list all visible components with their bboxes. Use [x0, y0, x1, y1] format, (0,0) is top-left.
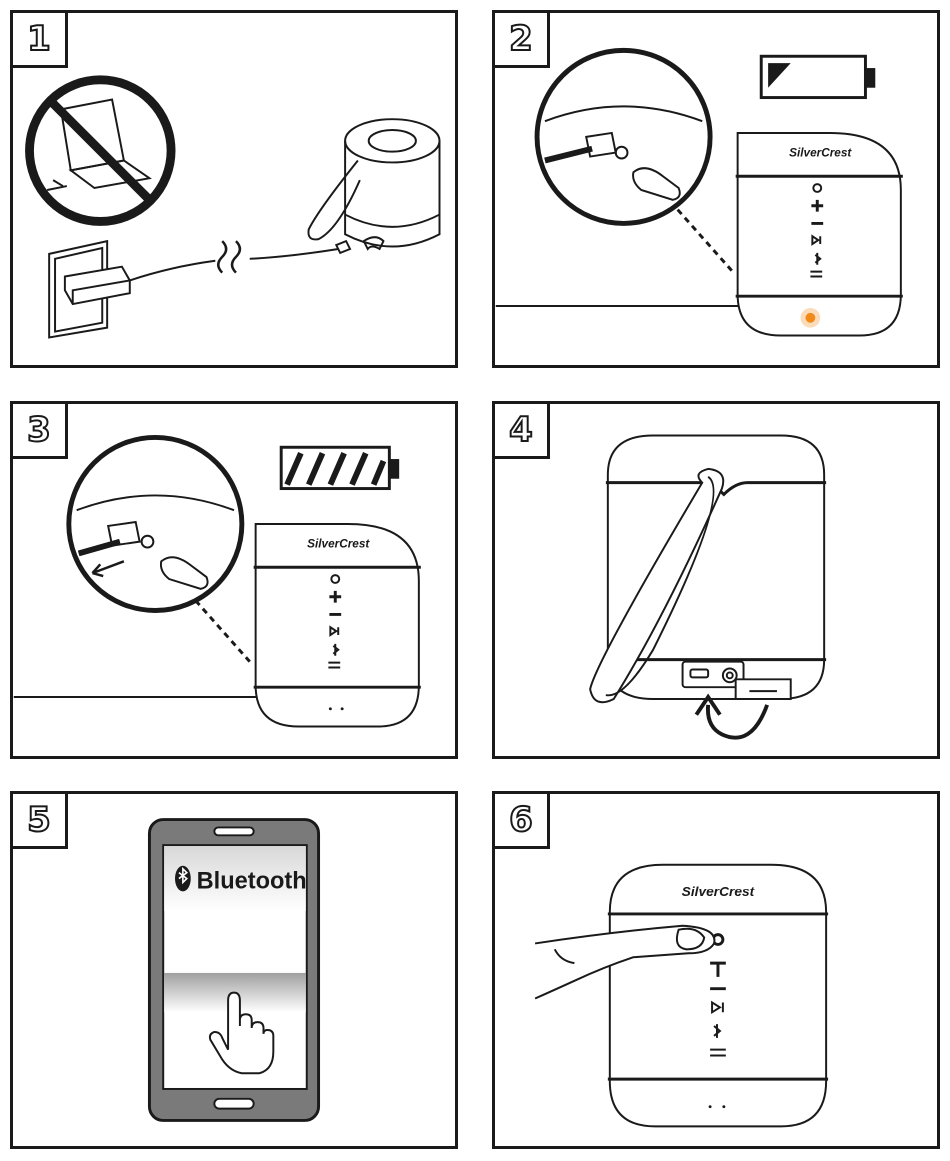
step-1-illustration [13, 13, 455, 365]
step-1-panel: 1 [10, 10, 458, 368]
smartphone: Bluetooth [149, 820, 318, 1121]
step-4-illustration [495, 404, 937, 756]
bluetooth-icon [175, 866, 191, 892]
step-2-illustration: SilverCrest [495, 13, 937, 365]
curved-arrow-icon [696, 697, 767, 738]
step-6-panel: 6 SilverCrest [492, 791, 940, 1149]
bluetooth-label: Bluetooth [197, 867, 307, 893]
zoom-unplug-detail [69, 437, 242, 610]
speaker-front: SilverCrest [254, 524, 421, 727]
step-4-panel: 4 [492, 401, 940, 759]
speaker-icon [308, 119, 439, 249]
brand-logo: SilverCrest [307, 538, 370, 551]
zoom-line [196, 601, 250, 662]
speaker-back [590, 435, 826, 702]
wall-outlet-icon [49, 241, 350, 337]
step-2-panel: 2 SilverCrest [492, 10, 940, 368]
zoom-line [678, 210, 732, 271]
step-5-panel: 5 Bluetooth [10, 791, 458, 1149]
speaker-front: SilverCrest [736, 133, 903, 336]
battery-empty-icon [761, 56, 875, 97]
brand-logo: SilverCrest [682, 884, 756, 899]
step-5-illustration: Bluetooth [13, 794, 455, 1146]
brand-logo: SilverCrest [789, 147, 852, 160]
step-6-illustration: SilverCrest [495, 794, 937, 1146]
step-3-panel: 3 SilverCrest [10, 401, 458, 759]
zoom-usb-port-detail [537, 50, 710, 223]
prohibited-laptop-icon [29, 80, 171, 222]
step-3-illustration: SilverCrest [13, 404, 455, 756]
battery-full-icon [281, 447, 399, 488]
speaker-front: SilverCrest [608, 865, 828, 1127]
